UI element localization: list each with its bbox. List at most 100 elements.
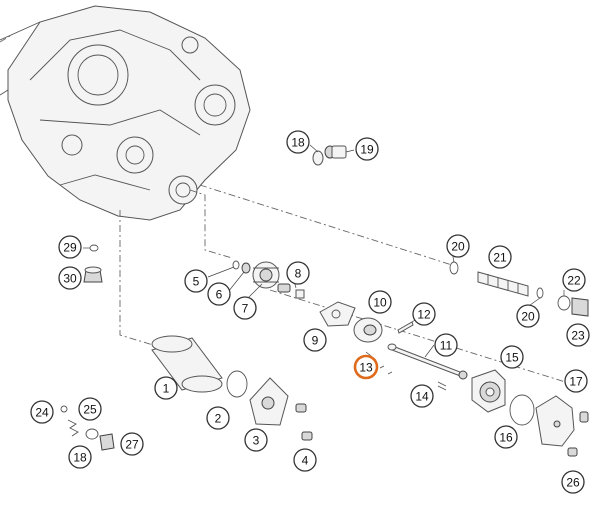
callout-label: 22 bbox=[567, 274, 581, 288]
callout-label: 23 bbox=[571, 329, 585, 343]
part-29-30 bbox=[83, 244, 103, 283]
callout-30: 30 bbox=[58, 266, 82, 290]
callout-12: 12 bbox=[412, 302, 436, 326]
callout-circle bbox=[184, 269, 208, 293]
callout-circle bbox=[500, 345, 524, 369]
callout-3: 3 bbox=[244, 428, 268, 452]
callout-26: 26 bbox=[561, 470, 585, 494]
callout-label: 2 bbox=[215, 412, 222, 426]
callout-20b: 20 bbox=[516, 304, 540, 328]
callout-circle bbox=[78, 397, 102, 421]
callout-label: 20 bbox=[451, 240, 465, 254]
callout-circle bbox=[353, 354, 379, 380]
callout-circle bbox=[494, 425, 518, 449]
callout-circle bbox=[410, 384, 434, 408]
callout-circle bbox=[446, 234, 470, 258]
callout-18a: 18 bbox=[286, 130, 310, 154]
callout-label: 6 bbox=[216, 288, 223, 302]
callout-label: 19 bbox=[360, 143, 374, 157]
callout-22: 22 bbox=[562, 268, 586, 292]
callout-24: 24 bbox=[30, 400, 54, 424]
callout-20a: 20 bbox=[446, 234, 470, 258]
callout-circle bbox=[58, 266, 82, 290]
gear-assembly bbox=[232, 260, 305, 299]
callout-circle bbox=[566, 323, 590, 347]
callout-2: 2 bbox=[206, 406, 230, 430]
callout-label: 30 bbox=[63, 272, 77, 286]
pump-cover-parts bbox=[319, 301, 383, 343]
callout-circle bbox=[303, 328, 327, 352]
callout-16: 16 bbox=[494, 425, 518, 449]
callout-18b: 18 bbox=[68, 445, 92, 469]
callout-17: 17 bbox=[564, 369, 588, 393]
callout-label: 17 bbox=[569, 375, 583, 389]
callout-circle bbox=[412, 302, 436, 326]
callout-label: 20 bbox=[521, 310, 535, 324]
callout-9: 9 bbox=[303, 328, 327, 352]
callout-5: 5 bbox=[184, 269, 208, 293]
oil-filter-assembly bbox=[151, 335, 313, 441]
callout-label: 27 bbox=[125, 438, 139, 452]
callout-label: 24 bbox=[35, 406, 49, 420]
callout-circle bbox=[30, 400, 54, 424]
callout-circle bbox=[154, 376, 178, 400]
callout-label: 15 bbox=[505, 351, 519, 365]
pump-rotor-assembly bbox=[471, 369, 589, 457]
callout-label: 9 bbox=[312, 334, 319, 348]
callout-label: 29 bbox=[63, 241, 77, 255]
callout-circle bbox=[488, 245, 512, 269]
callout-circle bbox=[286, 130, 310, 154]
callout-circle bbox=[120, 432, 144, 456]
callout-1: 1 bbox=[154, 376, 178, 400]
callout-label: 1 bbox=[163, 382, 170, 396]
callout-circle bbox=[286, 261, 310, 285]
callout-circle bbox=[368, 290, 392, 314]
callout-circle bbox=[58, 235, 82, 259]
callout-11: 11 bbox=[434, 333, 458, 357]
callout-label: 4 bbox=[302, 454, 309, 468]
callout-29: 29 bbox=[58, 235, 82, 259]
callout-circle bbox=[233, 296, 257, 320]
callout-21: 21 bbox=[488, 245, 512, 269]
callout-circle bbox=[561, 470, 585, 494]
callout-circle bbox=[355, 137, 379, 161]
callout-7: 7 bbox=[233, 296, 257, 320]
callout-label: 12 bbox=[417, 308, 431, 322]
spring-and-plug bbox=[60, 405, 115, 451]
callout-23: 23 bbox=[566, 323, 590, 347]
callout-circle bbox=[434, 333, 458, 357]
engine-case bbox=[0, 5, 251, 221]
part-18-19-fitting bbox=[312, 145, 347, 166]
callout-label: 26 bbox=[566, 476, 580, 490]
callout-label: 21 bbox=[493, 251, 507, 265]
callout-label: 14 bbox=[415, 390, 429, 404]
callout-circle bbox=[564, 369, 588, 393]
callout-10: 10 bbox=[368, 290, 392, 314]
callout-label: 11 bbox=[440, 339, 453, 353]
callout-label: 16 bbox=[499, 431, 513, 445]
callout-circle bbox=[244, 428, 268, 452]
callout-label: 8 bbox=[295, 267, 302, 281]
callout-circle bbox=[293, 448, 317, 472]
callout-label: 13 bbox=[359, 361, 373, 375]
callout-label: 5 bbox=[193, 275, 200, 289]
shaft-and-pins bbox=[379, 321, 468, 391]
callout-circle bbox=[68, 445, 92, 469]
assembly-axes bbox=[0, 35, 576, 386]
callout-label: 18 bbox=[73, 451, 87, 465]
callout-label: 3 bbox=[253, 434, 260, 448]
callout-27: 27 bbox=[120, 432, 144, 456]
callout-8: 8 bbox=[286, 261, 310, 285]
callout-4: 4 bbox=[293, 448, 317, 472]
callout-14: 14 bbox=[410, 384, 434, 408]
callout-13: 13 bbox=[353, 354, 379, 380]
callout-circle bbox=[562, 268, 586, 292]
callout-19: 19 bbox=[355, 137, 379, 161]
callout-label: 25 bbox=[83, 403, 97, 417]
callout-circle bbox=[516, 304, 540, 328]
callout-label: 10 bbox=[373, 296, 387, 310]
callout-label: 7 bbox=[242, 302, 249, 316]
callout-circle bbox=[207, 282, 231, 306]
